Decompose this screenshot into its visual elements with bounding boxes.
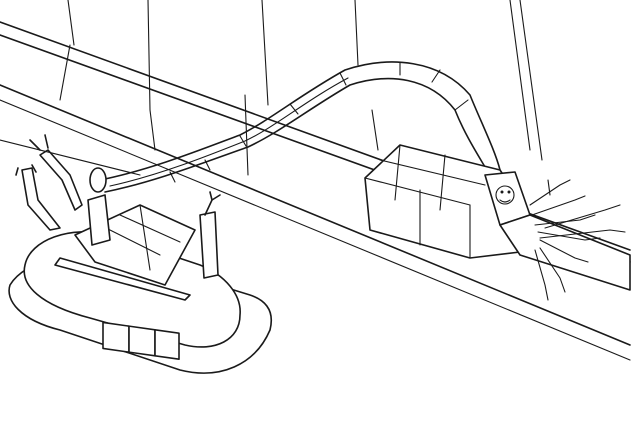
left-machine-arms xyxy=(15,134,83,231)
floor-edges xyxy=(0,84,631,361)
right-machine xyxy=(364,144,631,291)
connecting-cable xyxy=(99,61,501,193)
left-machine xyxy=(8,167,272,374)
right-machine-tentacles xyxy=(529,179,626,301)
back-wall-lines xyxy=(59,0,543,176)
